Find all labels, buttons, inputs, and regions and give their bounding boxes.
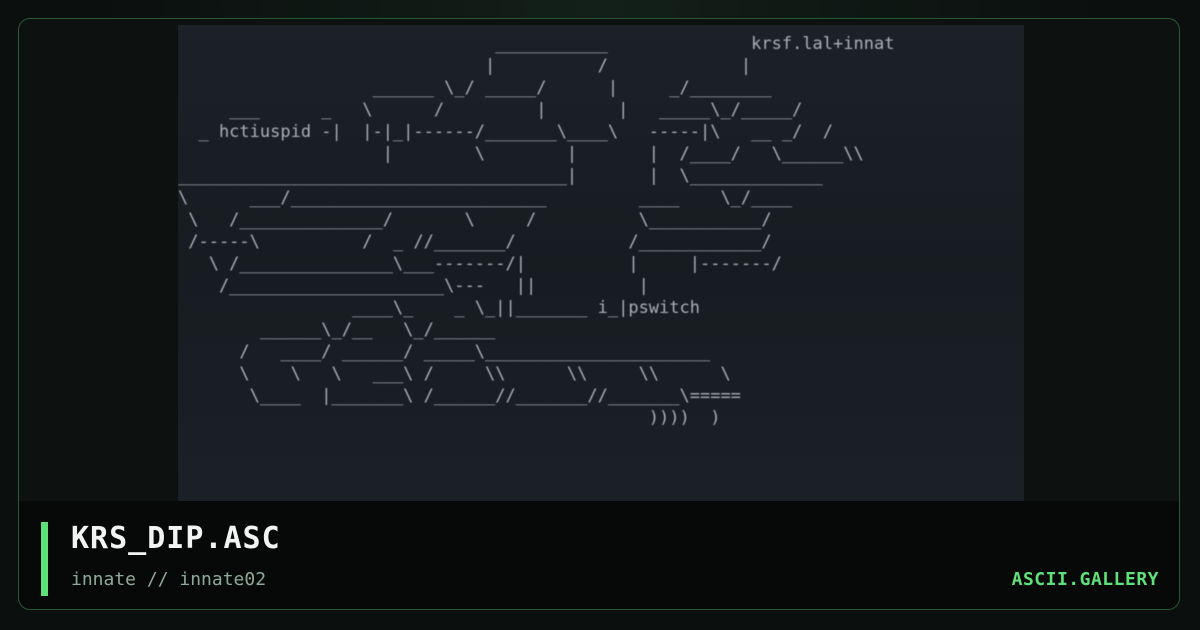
accent-bar bbox=[41, 522, 48, 596]
card-footer: KRS_DIP.ASC innate // innate02 ASCII.GAL… bbox=[19, 501, 1179, 609]
preview-card: ___________ krsf.lal+innat | / | ______ … bbox=[18, 18, 1180, 610]
ascii-artwork-frame: ___________ krsf.lal+innat | / | ______ … bbox=[178, 25, 1024, 501]
artwork-credits: innate // innate02 bbox=[71, 569, 267, 590]
ascii-artwork: ___________ krsf.lal+innat | / | ______ … bbox=[178, 34, 895, 428]
artwork-title: KRS_DIP.ASC bbox=[71, 521, 281, 556]
site-brand[interactable]: ASCII.GALLERY bbox=[1011, 569, 1159, 590]
